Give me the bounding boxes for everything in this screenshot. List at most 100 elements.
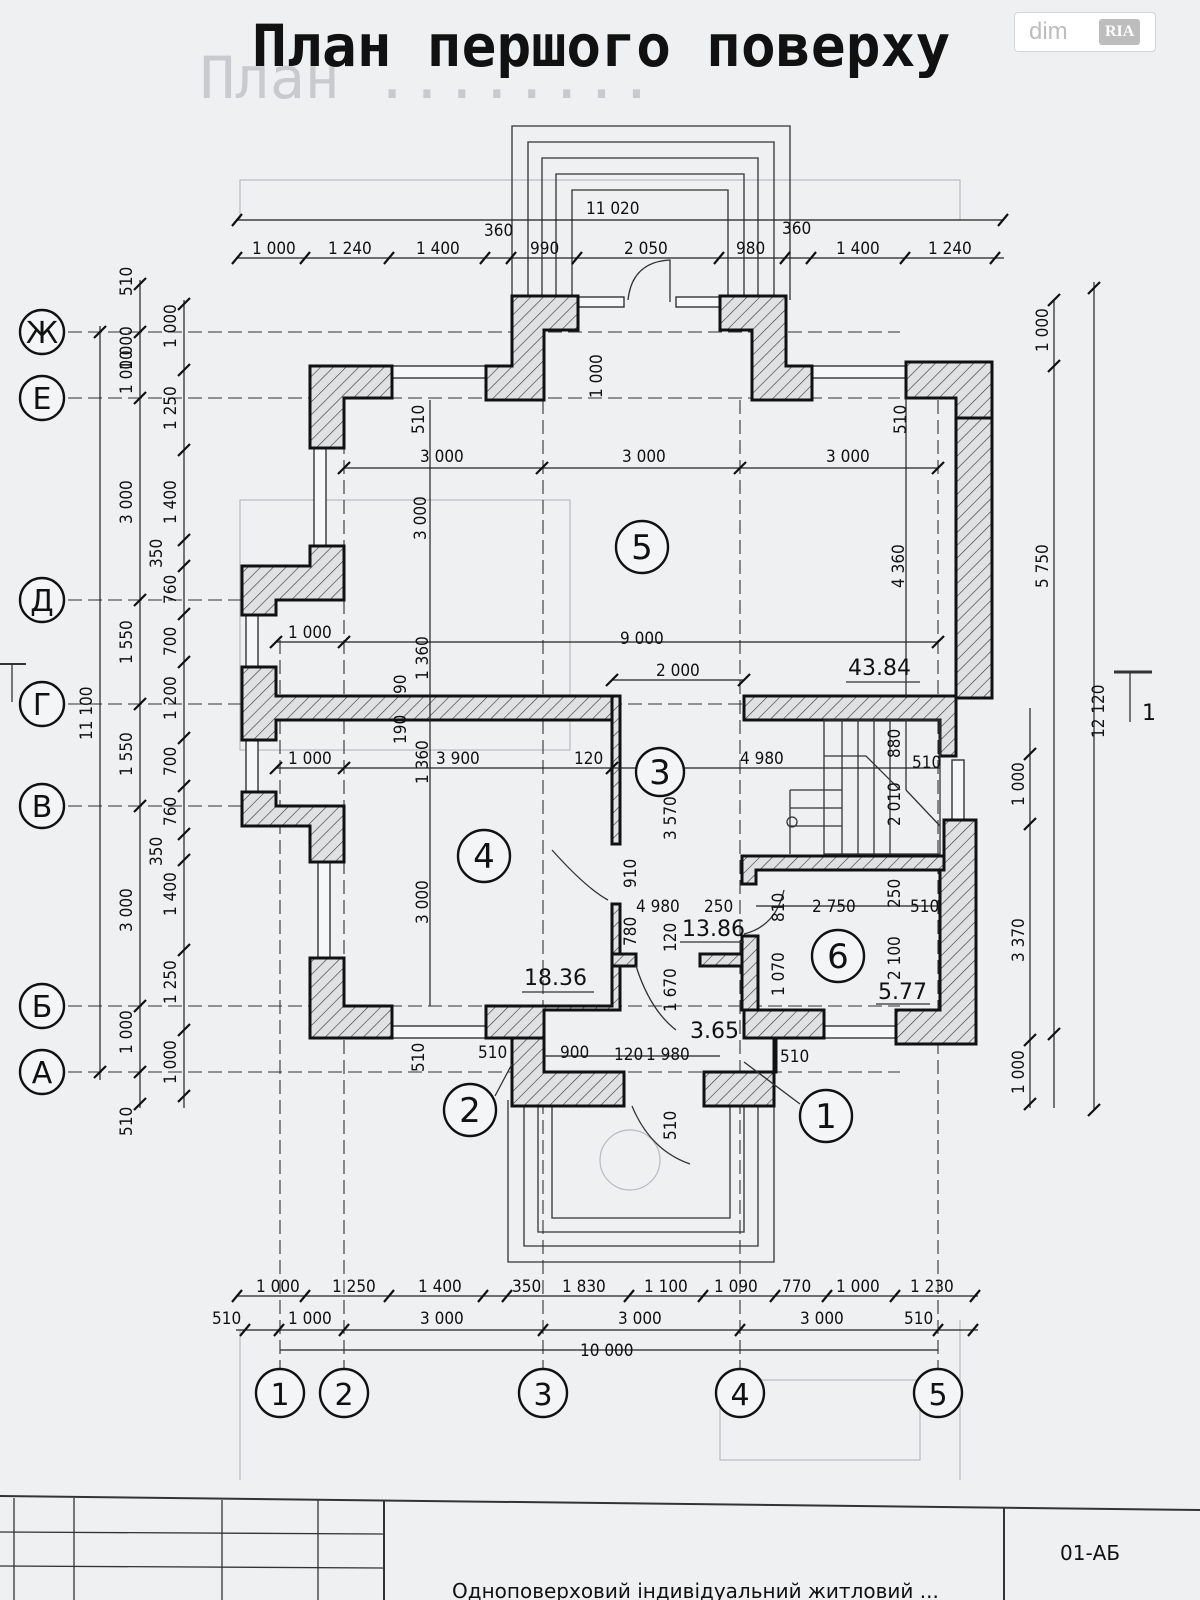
svg-text:1: 1 <box>815 1097 837 1137</box>
svg-text:2 000: 2 000 <box>656 661 700 681</box>
svg-text:360: 360 <box>782 219 811 239</box>
svg-text:120: 120 <box>574 749 603 769</box>
svg-text:700: 700 <box>161 747 181 776</box>
axis-marker-1: 1 <box>254 1367 306 1419</box>
room-markers: 5 4 3 6 2 1 <box>442 519 866 1144</box>
svg-text:3 000: 3 000 <box>117 888 137 932</box>
area-room-4: 18.36 <box>524 966 587 991</box>
area-room-3: 13.86 <box>682 917 745 942</box>
axis-marker-g: Г <box>18 680 66 728</box>
svg-text:3 000: 3 000 <box>117 480 137 524</box>
svg-text:3 000: 3 000 <box>420 1309 464 1329</box>
svg-text:700: 700 <box>161 627 181 656</box>
svg-text:1 980: 1 980 <box>646 1045 690 1065</box>
dims-top: 11 020 360 360 1 000 1 240 1 400 990 2 0… <box>252 199 972 259</box>
column-axis-markers: 1 2 3 4 5 <box>254 1367 964 1419</box>
dims-left: 510 1 000 1 000 1 250 3 000 1 400 350 76… <box>77 267 181 1136</box>
svg-text:250: 250 <box>885 879 905 908</box>
svg-text:2: 2 <box>459 1091 481 1131</box>
svg-text:1 000: 1 000 <box>161 304 181 348</box>
svg-text:Г: Г <box>33 688 51 723</box>
svg-text:250: 250 <box>704 897 733 917</box>
svg-text:3 900: 3 900 <box>436 749 480 769</box>
svg-text:3 000: 3 000 <box>800 1309 844 1329</box>
svg-text:1 000: 1 000 <box>1033 308 1053 352</box>
room-marker-6: 6 <box>810 928 866 984</box>
svg-text:3 000: 3 000 <box>618 1309 662 1329</box>
svg-text:1 250: 1 250 <box>161 960 181 1004</box>
room-marker-1: 1 <box>798 1088 854 1144</box>
svg-text:В: В <box>32 790 53 825</box>
svg-text:5 750: 5 750 <box>1033 544 1053 588</box>
svg-text:1 000: 1 000 <box>288 749 332 769</box>
svg-text:1 400: 1 400 <box>416 239 460 259</box>
room-marker-2: 2 <box>442 1082 498 1138</box>
dimria-logo[interactable]: dim RIA <box>1014 12 1156 52</box>
svg-text:2: 2 <box>334 1378 353 1413</box>
svg-text:1 550: 1 550 <box>117 732 137 776</box>
svg-text:2 100: 2 100 <box>885 936 905 980</box>
room-marker-3: 3 <box>634 746 686 798</box>
axis-marker-zh: Ж <box>18 308 66 356</box>
svg-text:Е: Е <box>33 382 52 417</box>
svg-text:Б: Б <box>32 990 53 1025</box>
svg-text:3 000: 3 000 <box>826 447 870 467</box>
svg-text:1 000: 1 000 <box>1009 762 1029 806</box>
svg-text:780: 780 <box>621 917 641 946</box>
svg-text:510: 510 <box>661 1111 681 1140</box>
dims-right: 1 000 5 750 12 120 1 000 3 370 1 000 <box>1009 308 1109 1094</box>
svg-text:1 000: 1 000 <box>117 326 137 370</box>
project-name: Одноповерховий індивідуальний житловий .… <box>452 1579 939 1600</box>
axis-marker-a: А <box>18 1048 66 1096</box>
logo-badge: RIA <box>1099 19 1141 45</box>
svg-text:3 570: 3 570 <box>661 796 681 840</box>
ghost-title: План ........ <box>200 44 654 112</box>
svg-text:1: 1 <box>1142 701 1156 726</box>
svg-text:3 000: 3 000 <box>411 496 431 540</box>
area-room-hall: 3.65 <box>690 1019 739 1044</box>
svg-text:5: 5 <box>631 528 653 568</box>
svg-text:1 400: 1 400 <box>418 1277 462 1297</box>
svg-text:1 000: 1 000 <box>836 1277 880 1297</box>
svg-text:510: 510 <box>891 405 911 434</box>
svg-text:1 070: 1 070 <box>769 952 789 996</box>
area-room-5: 43.84 <box>848 656 911 681</box>
room-marker-4: 4 <box>456 828 512 884</box>
svg-text:1 550: 1 550 <box>117 620 137 664</box>
svg-text:1 000: 1 000 <box>587 354 607 398</box>
svg-text:350: 350 <box>147 837 167 866</box>
axis-marker-ye: Е <box>18 374 66 422</box>
svg-text:А: А <box>32 1056 53 1091</box>
svg-text:900: 900 <box>560 1043 589 1063</box>
axis-marker-4: 4 <box>714 1367 766 1419</box>
svg-text:5: 5 <box>928 1378 947 1413</box>
svg-text:4 360: 4 360 <box>889 544 909 588</box>
svg-text:510: 510 <box>910 897 939 917</box>
svg-text:1 000: 1 000 <box>117 1010 137 1054</box>
dims-bottom: 1 000 1 250 1 400 350 1 830 1 100 1 090 … <box>212 1277 954 1361</box>
drawing-title: План першого поверху <box>252 12 950 80</box>
svg-text:760: 760 <box>161 797 181 826</box>
svg-text:760: 760 <box>161 575 181 604</box>
staircase <box>786 719 941 855</box>
svg-text:990: 990 <box>530 239 559 259</box>
axis-marker-b: Б <box>18 982 66 1030</box>
svg-text:4 980: 4 980 <box>636 897 680 917</box>
svg-text:1 360: 1 360 <box>413 636 433 680</box>
svg-text:510: 510 <box>780 1047 809 1067</box>
svg-text:510: 510 <box>212 1309 241 1329</box>
svg-text:Д: Д <box>30 584 53 619</box>
svg-text:1 240: 1 240 <box>928 239 972 259</box>
svg-text:9 000: 9 000 <box>620 629 664 649</box>
svg-text:980: 980 <box>736 239 765 259</box>
svg-text:770: 770 <box>782 1277 811 1297</box>
svg-text:510: 510 <box>478 1043 507 1063</box>
doors <box>551 259 785 1165</box>
svg-text:350: 350 <box>147 539 167 568</box>
logo-text: dim <box>1029 18 1068 45</box>
svg-text:1: 1 <box>270 1378 289 1413</box>
walls <box>240 294 994 1108</box>
svg-text:3 000: 3 000 <box>622 447 666 467</box>
svg-text:3 000: 3 000 <box>413 880 433 924</box>
svg-text:510: 510 <box>409 1043 429 1072</box>
